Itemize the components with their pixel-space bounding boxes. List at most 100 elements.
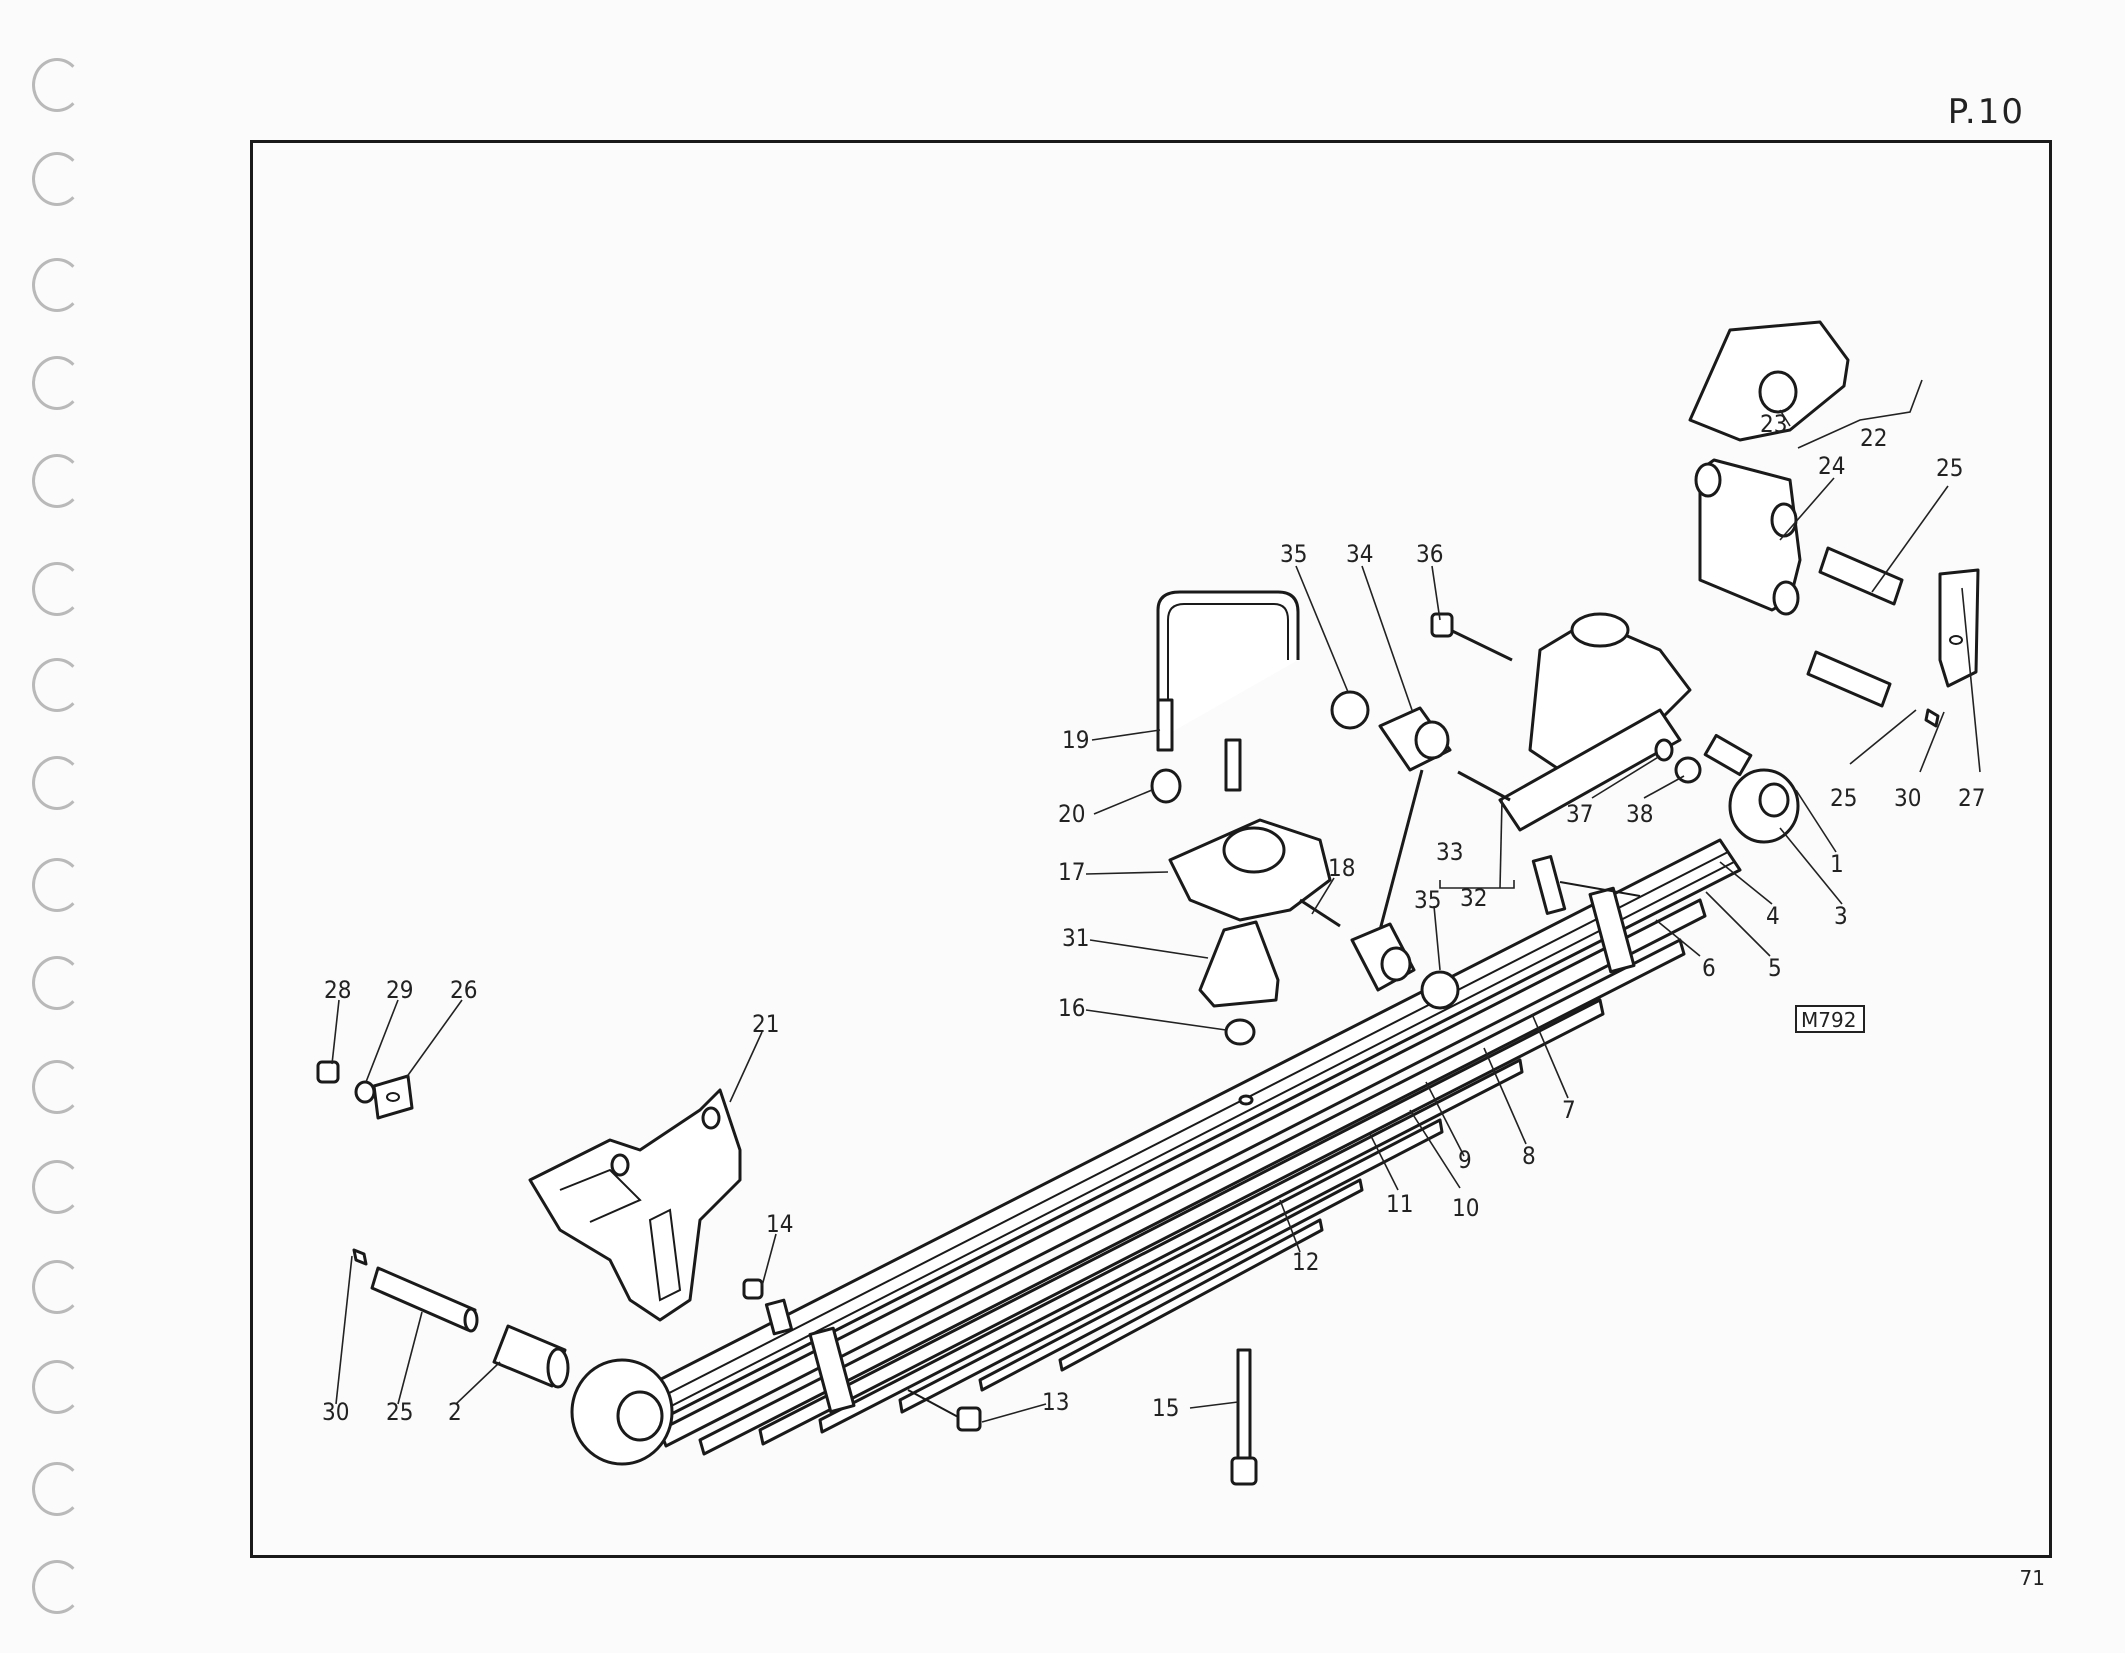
- lock-washer: [1654, 738, 1674, 762]
- spring-eye-bore: [616, 1390, 664, 1442]
- shackle-hole: [1694, 462, 1722, 498]
- callout-11: 11: [1386, 1190, 1413, 1218]
- callout-9: 9: [1458, 1146, 1472, 1174]
- binder-hole: [32, 562, 82, 616]
- callout-labels: 1 2 3 4 5 6 7 8 9 10 11 12 13 14 15 16 1…: [322, 410, 1985, 1426]
- callout-17: 17: [1058, 858, 1085, 886]
- spring-leaf: [818, 1058, 1524, 1434]
- shackle-arm-assembly: [1430, 612, 1702, 832]
- callout-6: 6: [1702, 954, 1716, 982]
- callout-26: 26: [450, 976, 477, 1004]
- page-number: 71: [2019, 1566, 2045, 1590]
- fixing-parts-left: [316, 1060, 414, 1120]
- long-bolt-head: [1230, 1456, 1258, 1486]
- callout-31: 31: [1062, 924, 1089, 952]
- callout-19: 19: [1062, 726, 1089, 754]
- callout-10: 10: [1452, 1194, 1479, 1222]
- hanger-hole: [701, 1106, 721, 1130]
- leaf-spring-assembly: [570, 733, 1800, 1466]
- callout-22: 22: [1860, 424, 1887, 452]
- spring-leaf-line: [631, 851, 1729, 1413]
- long-bolt-shank: [1236, 1348, 1252, 1462]
- plate: [372, 1074, 414, 1120]
- binder-hole: [32, 756, 82, 810]
- front-pin-assembly: [352, 1248, 570, 1389]
- hanger-body: [528, 1088, 742, 1322]
- callout-23: 23: [1760, 410, 1787, 438]
- nut: [1330, 690, 1370, 730]
- shackle-plate: [1698, 458, 1802, 612]
- bolt-head: [1430, 612, 1454, 638]
- housing-bore: [1570, 612, 1630, 648]
- grease-nipple: [352, 1248, 368, 1266]
- u-bolt-thread: [1156, 698, 1174, 752]
- callout-36: 36: [1416, 540, 1443, 568]
- binder-hole: [32, 1260, 82, 1314]
- callout-33: 33: [1436, 838, 1463, 866]
- bracket-bush: [1758, 370, 1798, 414]
- plate-slot: [386, 1092, 400, 1102]
- binder-hole: [32, 152, 82, 206]
- grease-nipple: [1924, 708, 1940, 728]
- callout-4: 4: [1766, 902, 1780, 930]
- callout-21: 21: [752, 1010, 779, 1038]
- figure-ref-label: M792: [1801, 1008, 1856, 1032]
- binder-hole: [32, 858, 82, 912]
- callout-32: 32: [1460, 884, 1487, 912]
- washer: [354, 1080, 376, 1104]
- binder-hole: [32, 1060, 82, 1114]
- spring-leaf-line: [639, 861, 1735, 1423]
- bush-end: [546, 1347, 570, 1389]
- callout-2: 2: [448, 1398, 462, 1426]
- callout-38: 38: [1626, 800, 1653, 828]
- nut: [1674, 756, 1702, 784]
- seat-stud: [1299, 898, 1341, 928]
- callout-12: 12: [1292, 1248, 1319, 1276]
- page-code: P.10: [1947, 92, 2025, 132]
- centre-bolt-hole: [1238, 1094, 1254, 1106]
- nut: [1420, 970, 1460, 1010]
- plate-slot: [1949, 635, 1963, 645]
- shackle-pin: [370, 1266, 477, 1332]
- callout-37: 37: [1566, 800, 1593, 828]
- shackle-pin: [1806, 650, 1892, 708]
- binder-hole: [32, 356, 82, 410]
- callout-7: 7: [1562, 1096, 1576, 1124]
- callout-29: 29: [386, 976, 413, 1004]
- clip-bolt: [1559, 881, 1641, 897]
- callout-35-upper: 35: [1280, 540, 1307, 568]
- pin: [1457, 770, 1511, 802]
- link-rod: [1378, 769, 1424, 931]
- callout-16: 16: [1058, 994, 1085, 1022]
- nut: [742, 1278, 764, 1300]
- rebound-clip: [764, 1298, 794, 1336]
- callout-27: 27: [1958, 784, 1985, 812]
- nut: [1150, 768, 1182, 804]
- binder-hole: [32, 258, 82, 312]
- rear-bracket-assembly: [1688, 320, 1980, 728]
- callout-34: 34: [1346, 540, 1373, 568]
- callout-8: 8: [1522, 1142, 1536, 1170]
- u-bolt: [1156, 590, 1300, 740]
- binder-hole: [32, 1360, 82, 1414]
- spring-eye-bore: [1758, 782, 1790, 818]
- hanger-web: [648, 1208, 682, 1302]
- pin-end: [463, 1307, 479, 1333]
- arm-lever: [1498, 708, 1682, 832]
- spring-leaf: [618, 838, 1742, 1432]
- callout-28: 28: [324, 976, 351, 1004]
- spring-leaf: [978, 1178, 1364, 1392]
- callout-30-front: 30: [322, 1398, 349, 1426]
- shackle-pin: [1818, 546, 1904, 606]
- spring-leaf: [898, 1118, 1444, 1414]
- callout-13: 13: [1042, 1388, 1069, 1416]
- rebound-clip: [808, 1326, 856, 1414]
- binder-hole: [32, 1462, 82, 1516]
- u-bolt-and-seat: [1150, 590, 1341, 1046]
- nut: [1224, 1018, 1256, 1046]
- rebound-clip: [1531, 855, 1567, 915]
- shackle-hole: [1770, 502, 1798, 538]
- bush-bore: [1380, 946, 1412, 982]
